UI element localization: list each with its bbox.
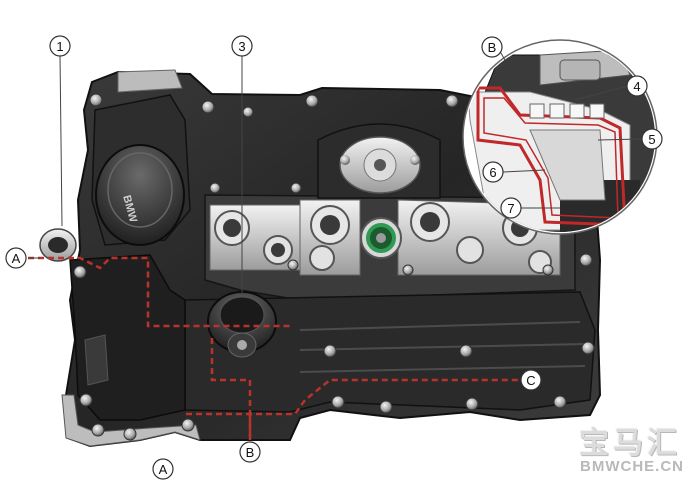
callout-1: 1 [49, 35, 71, 57]
callout-c-label: C [526, 373, 535, 388]
watermark-site-text: BMWCHE.CN [580, 458, 684, 475]
watermark-logo-text: 宝马汇 [579, 426, 681, 461]
detail-inset-b [462, 39, 658, 235]
injector-bore-cluster-left [209, 204, 301, 271]
flow-path-b [210, 338, 252, 440]
callout-b-bottom-label: B [246, 445, 255, 460]
callout-5: 5 [641, 128, 663, 150]
callout-4: 4 [626, 75, 648, 97]
callout-4-label: 4 [633, 79, 640, 94]
camshaft-boss [317, 123, 441, 199]
callout-3-label: 3 [238, 39, 245, 54]
flow-path-a [28, 256, 290, 328]
callout-a-left-label: A [12, 251, 21, 266]
vent-flow-paths [28, 256, 520, 440]
callout-6: 6 [482, 161, 504, 183]
callout-7-label: 7 [507, 201, 514, 216]
callout-7: 7 [500, 197, 522, 219]
injector-bore-cluster-middle [299, 199, 361, 276]
oil-cap: BMW [95, 144, 185, 246]
callout-c: C [520, 369, 542, 391]
callout-3: 3 [231, 35, 253, 57]
leader-lines [28, 54, 243, 295]
callout-a-left: A [5, 247, 27, 269]
callout-6-label: 6 [489, 165, 496, 180]
callout-a-bottom-label: A [159, 462, 168, 477]
callout-5-label: 5 [648, 132, 655, 147]
callout-a-bottom: A [152, 458, 174, 480]
callout-1-label: 1 [56, 39, 63, 54]
callout-b-top-label: B [488, 40, 497, 55]
flow-path-c [186, 378, 520, 416]
callout-b-bottom: B [239, 441, 261, 463]
callout-b-top: B [481, 36, 503, 58]
green-valve [360, 217, 402, 259]
